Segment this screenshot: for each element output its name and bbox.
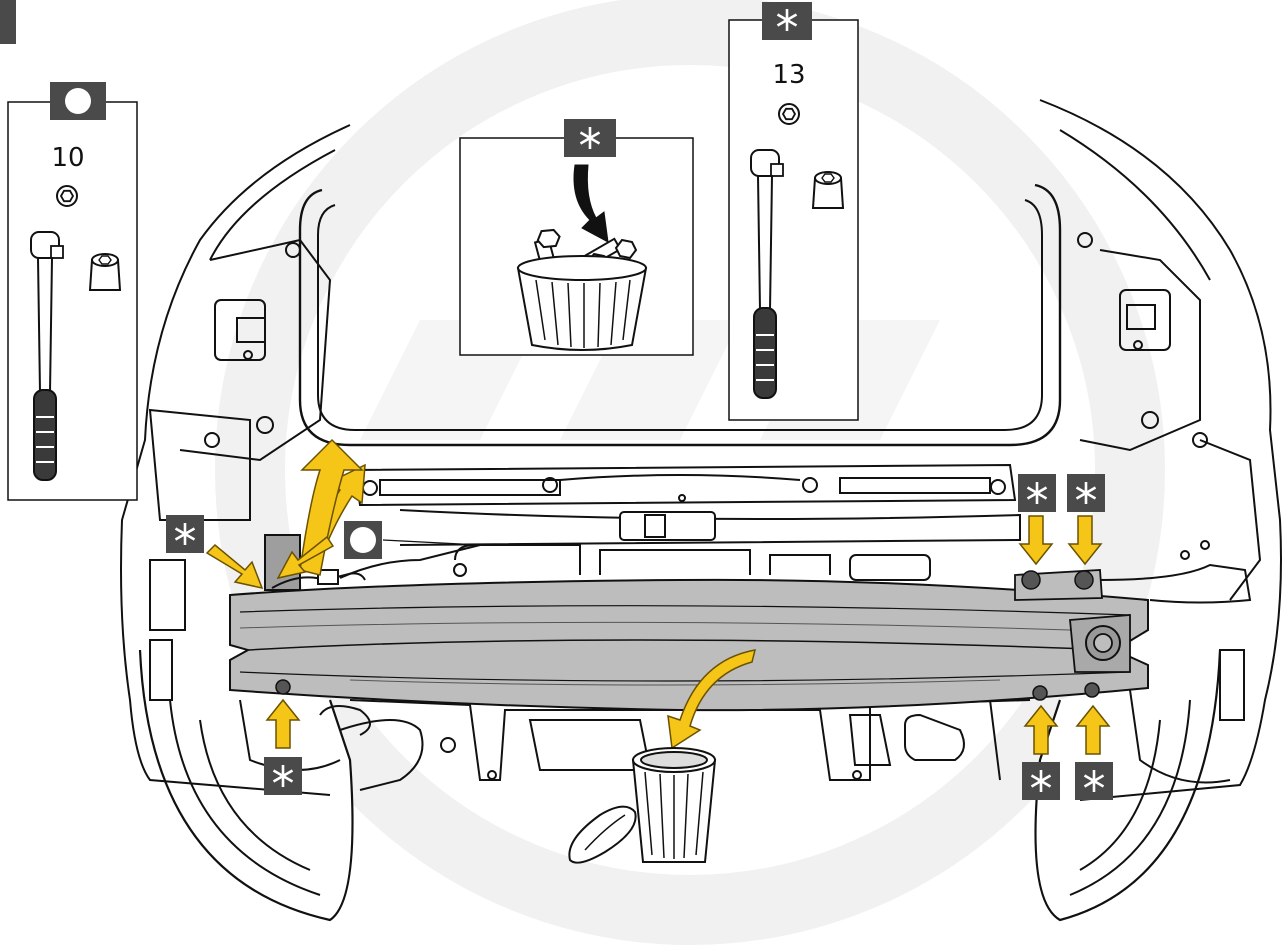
rear-bumper-beam bbox=[229, 569, 1149, 712]
callout-badge-lower-left bbox=[264, 757, 302, 795]
callout-badge-lower-right-2 bbox=[1075, 762, 1113, 800]
callout-badge-connector bbox=[344, 521, 382, 559]
discard-bolts-box bbox=[459, 119, 694, 356]
circle-icon bbox=[50, 82, 106, 120]
vehicle-rear bbox=[120, 99, 1282, 922]
callout-badge-upper-right-2 bbox=[1067, 474, 1105, 512]
asterisk-icon bbox=[762, 2, 812, 40]
corner-marker bbox=[0, 0, 16, 44]
arrow-to-left-bracket-icon bbox=[205, 543, 264, 590]
hex-nut-icon bbox=[778, 103, 800, 125]
bolts-into-bin-icon bbox=[516, 228, 648, 351]
callout-badge-upper-right-1 bbox=[1018, 474, 1056, 512]
socket-icon bbox=[89, 253, 121, 291]
callout-badge-left-bracket bbox=[166, 515, 204, 553]
drop-arrow-icon bbox=[573, 164, 609, 243]
trash-bin-icon bbox=[568, 747, 717, 864]
asterisk-icon bbox=[564, 119, 616, 157]
wrench-size-label: 13 bbox=[772, 60, 805, 90]
tool-box-right: 13 bbox=[728, 2, 859, 421]
arrow-to-connector-icon bbox=[276, 535, 335, 580]
socket-icon bbox=[812, 171, 844, 209]
wrench-size-label: 10 bbox=[51, 143, 84, 173]
tool-box-left: 10 bbox=[7, 82, 138, 501]
circle-icon bbox=[350, 527, 376, 553]
callout-badge-lower-right-1 bbox=[1022, 762, 1060, 800]
arrow-down-icon bbox=[1019, 515, 1053, 565]
hex-nut-icon bbox=[56, 185, 78, 207]
